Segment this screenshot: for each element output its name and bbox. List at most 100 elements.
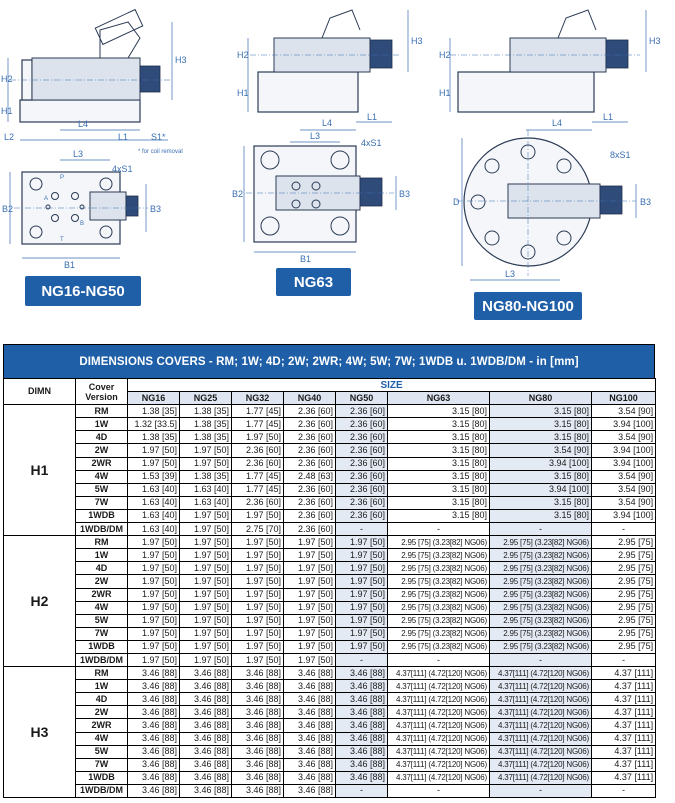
value-cell: 4.37 [111] (590, 744, 657, 759)
value-cell: 2.36 [60] (231, 443, 284, 458)
value-cell: 2.95 [75] (3.23[82] NG06) (489, 574, 592, 589)
value-cell: 3.46 [88] (283, 770, 336, 785)
value-cell: 3.94 [100] (590, 456, 657, 471)
cover-version-cell: 7W (75, 626, 128, 641)
value-cell: 1.97 [50] (231, 626, 284, 641)
ng80-side-view (449, 9, 647, 131)
ng63-label-b1: B1 (300, 254, 311, 264)
value-cell: 3.46 [88] (231, 783, 284, 799)
ng16-port-a: A (44, 196, 48, 202)
value-cell: 1.97 [50] (283, 639, 336, 654)
cover-version-cell: 5W (75, 613, 128, 628)
size-col-ng63: NG63 (387, 391, 490, 406)
value-cell: 4.37[111] (4.72[120] NG06) (387, 718, 490, 733)
value-cell: 1.97 [50] (231, 639, 284, 654)
cover-version-cell: 4W (75, 600, 128, 615)
ng80-label-h2: H2 (439, 50, 451, 60)
value-cell: 1.38 [35] (179, 404, 232, 419)
value-cell: 3.46 [88] (231, 770, 284, 785)
size-col-ng40: NG40 (283, 391, 336, 406)
value-cell: 3.46 [88] (335, 744, 388, 759)
value-cell: 1.97 [50] (127, 561, 180, 576)
value-cell: 3.94 [100] (590, 417, 657, 432)
cover-version-cell: 2WR (75, 456, 128, 471)
value-cell: 1.97 [50] (127, 443, 180, 458)
value-cell: 3.54 [90] (590, 495, 657, 510)
value-cell: 1.77 [45] (231, 482, 284, 497)
value-cell: 4.37[111] (4.72[120] NG06) (489, 679, 592, 694)
ng16-label-l1: L1 (118, 132, 128, 142)
value-cell: 4.37[111] (4.72[120] NG06) (489, 744, 592, 759)
value-cell: 1.97 [50] (127, 456, 180, 471)
value-cell: 2.95 [75] (3.23[82] NG06) (489, 600, 592, 615)
value-cell: 3.46 [88] (127, 718, 180, 733)
value-cell: 2.95 [75] (3.23[82] NG06) (489, 613, 592, 628)
value-cell: 2.95 [75] (590, 587, 657, 602)
value-cell: 3.94 [100] (590, 443, 657, 458)
value-cell: 4.37[111] (4.72[120] NG06) (387, 744, 490, 759)
cover-version-header: Cover Version (75, 377, 128, 406)
cover-version-cell: 4D (75, 692, 128, 707)
value-cell: 1.38 [35] (179, 430, 232, 445)
value-cell: 3.46 [88] (335, 757, 388, 772)
value-cell: 3.46 [88] (231, 744, 284, 759)
value-cell: 2.48 [63] (283, 469, 336, 484)
value-cell: 3.54 [90] (590, 430, 657, 445)
value-cell: 3.54 [90] (590, 404, 657, 419)
value-cell: 2.95 [75] (3.23[82] NG06) (489, 587, 592, 602)
value-cell: 1.97 [50] (179, 508, 232, 524)
cover-version-cell: 1W (75, 679, 128, 694)
value-cell: - (387, 783, 490, 799)
value-cell: 1.97 [50] (179, 613, 232, 628)
cover-version-cell: RM (75, 666, 128, 681)
value-cell: 3.15 [80] (387, 404, 490, 419)
value-cell: 3.46 [88] (283, 679, 336, 694)
value-cell: 1.97 [50] (335, 626, 388, 641)
value-cell: 1.97 [50] (127, 652, 180, 668)
value-cell: 2.36 [60] (335, 417, 388, 432)
dimensions-table: DIMENSIONS COVERS - RM; 1W; 4D; 2W; 2WR;… (3, 344, 657, 799)
value-cell: 1.97 [50] (283, 535, 336, 550)
value-cell: 1.97 [50] (335, 587, 388, 602)
value-cell: 3.94 [100] (590, 508, 657, 524)
ng63-label-holes: 4xS1 (361, 138, 382, 148)
value-cell: 2.95 [75] (3.23[82] NG06) (387, 613, 490, 628)
value-cell: 2.36 [60] (283, 404, 336, 419)
value-cell: 1.77 [45] (231, 417, 284, 432)
value-cell: 1.97 [50] (179, 548, 232, 563)
value-cell: 4.37 [111] (590, 731, 657, 746)
value-cell: 3.46 [88] (179, 705, 232, 720)
value-cell: - (335, 522, 388, 537)
value-cell: 1.97 [50] (179, 626, 232, 641)
value-cell: 1.97 [50] (179, 587, 232, 602)
ng16-ng50-tag: NG16-NG50 (25, 276, 141, 306)
value-cell: 1.97 [50] (335, 613, 388, 628)
value-cell: 2.95 [75] (3.23[82] NG06) (387, 587, 490, 602)
value-cell: 1.38 [35] (127, 404, 180, 419)
value-cell: 3.15 [80] (387, 456, 490, 471)
value-cell: 3.46 [88] (127, 744, 180, 759)
size-col-ng32: NG32 (231, 391, 284, 406)
value-cell: 3.46 [88] (283, 705, 336, 720)
cover-version-cell: 1WDB (75, 770, 128, 785)
cover-version-cell: 4W (75, 469, 128, 484)
value-cell: 1.97 [50] (283, 600, 336, 615)
value-cell: 2.36 [60] (335, 508, 388, 524)
value-cell: 4.37[111] (4.72[120] NG06) (489, 757, 592, 772)
value-cell: 3.46 [88] (283, 744, 336, 759)
value-cell: 3.46 [88] (179, 783, 232, 799)
value-cell: 3.15 [80] (387, 417, 490, 432)
value-cell: 3.54 [90] (489, 443, 592, 458)
value-cell: - (489, 652, 592, 668)
value-cell: 1.63 [40] (179, 495, 232, 510)
size-col-ng80: NG80 (489, 391, 592, 406)
ng80-label-l4: L4 (552, 118, 562, 128)
value-cell: 1.53 [39] (127, 469, 180, 484)
value-cell: 2.36 [60] (335, 482, 388, 497)
value-cell: 4.37[111] (4.72[120] NG06) (387, 705, 490, 720)
